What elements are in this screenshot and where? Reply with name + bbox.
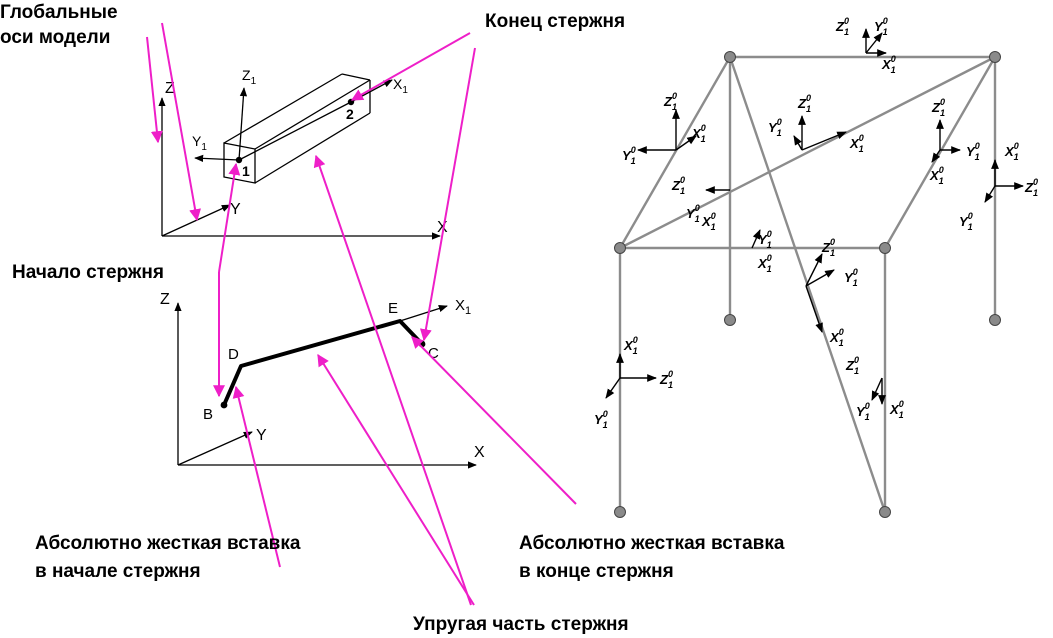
local-x-axis-arrow — [675, 135, 697, 151]
local-y-axis-label: Y10 — [758, 229, 772, 250]
bar-start-label: Начало стержня — [12, 262, 164, 283]
callout-global-1 — [146, 36, 163, 144]
global-x-label: X — [437, 219, 448, 236]
callout-end-mid — [419, 47, 476, 342]
local-y-axis-arrow — [751, 229, 761, 249]
frame-structure — [618, 55, 997, 513]
callout-rigid-start — [232, 385, 281, 568]
local-x1-axis — [350, 79, 393, 103]
local-z-axis-label: Z10 — [845, 355, 859, 376]
mid-y-label: Y — [256, 427, 267, 444]
local-x-axis-label: X10 — [881, 54, 896, 75]
local-x-axis-label: X10 — [889, 399, 904, 420]
top-figure: Z Y X 1 2 Z1 Y1 X1 — [158, 67, 448, 240]
rigid-end-label-line2: в конце стержня — [519, 561, 674, 582]
local-z-axis-label: Z10 — [931, 97, 945, 118]
rigid-start-label-line2: в начале стержня — [35, 561, 201, 582]
local-x-axis-label: X10 — [849, 133, 864, 154]
callout-rigid-end — [411, 336, 577, 505]
local-y1-axis — [194, 154, 240, 163]
local-x-axis-label: X10 — [829, 327, 844, 348]
mid-figure: Z Y X B D E C X1 — [160, 291, 485, 469]
local-y-axis-arrow — [605, 377, 621, 399]
local-z1-axis — [238, 87, 248, 161]
local-z-axis-label: Z10 — [797, 93, 811, 114]
local-x-axis-arrow — [801, 131, 847, 151]
global-axes-label-line2: оси модели — [0, 27, 110, 48]
global-y-label: Y — [230, 201, 241, 218]
global-z-label: Z — [165, 80, 175, 97]
caption-labels: Глобальные оси модели Конец стержня Нача… — [0, 2, 785, 635]
local-x-axis-label: X10 — [929, 165, 944, 186]
bar-with-rigid-inserts — [222, 319, 424, 406]
local-z1-label: Z1 — [242, 67, 257, 87]
point-d-label: D — [228, 346, 239, 363]
point-b-dot — [220, 401, 228, 409]
local-z-axis-label: Z10 — [671, 175, 685, 196]
local-z-axis-label: Z10 — [659, 369, 673, 390]
local-z-axis-label: Z10 — [835, 16, 849, 37]
local-y-axis-label: Y10 — [844, 267, 858, 288]
local-y-axis-label: Y10 — [856, 401, 870, 422]
local-y-axis-label: Y10 — [966, 141, 980, 162]
callout-elastic-mid — [317, 353, 475, 606]
local-x-axis-label: X10 — [757, 253, 772, 274]
local-x-axis-arrow — [931, 149, 941, 163]
frame-node — [989, 314, 1001, 326]
global-axes-label-line1: Глобальные — [0, 2, 118, 23]
local-y-axis-arrow — [805, 269, 835, 287]
local-x1-label: X1 — [393, 76, 408, 96]
mid-local-x1-axis — [399, 305, 448, 322]
callout-start-top — [218, 162, 241, 273]
local-z-axis-label: Z10 — [821, 237, 835, 258]
mid-z-label: Z — [160, 291, 170, 308]
mid-x-label: X — [474, 444, 485, 461]
mid-y-axis — [177, 431, 253, 466]
local-y-axis-label: Y10 — [622, 145, 636, 166]
local-y-axis-arrow — [793, 135, 803, 151]
point-e-label: E — [388, 300, 398, 317]
local-y1-label: Y1 — [192, 133, 207, 153]
local-z-axis-label: Z10 — [663, 91, 677, 112]
local-y-axis-label: Y10 — [768, 117, 782, 138]
frame-node — [989, 51, 1001, 63]
rigid-start-label-line1: Абсолютно жесткая вставка — [35, 533, 301, 554]
point-c-label: C — [428, 345, 439, 362]
local-x-axis-label: X10 — [691, 123, 706, 144]
callout-end-top — [350, 32, 471, 101]
mid-local-x1-label: X1 — [455, 297, 471, 317]
callout-lines — [146, 22, 577, 606]
beam-prism — [223, 73, 371, 184]
node-2-label: 2 — [346, 106, 354, 122]
local-x-axis-arrow — [805, 285, 823, 333]
frame-node — [614, 506, 626, 518]
local-y-axis-label: Y10 — [959, 211, 973, 232]
frame-node — [724, 314, 736, 326]
callout-elastic-top — [313, 154, 472, 606]
frame-nodes — [614, 51, 1001, 518]
frame-node — [879, 506, 891, 518]
local-x-axis-label: X10 — [623, 335, 638, 356]
local-y-axis-label: Y10 — [686, 203, 700, 224]
local-y-axis-arrow — [865, 32, 883, 54]
local-x-axis-label: X10 — [1004, 141, 1019, 162]
local-y-axis-label: Y10 — [594, 409, 608, 430]
frame-node — [614, 242, 626, 254]
frame-node — [879, 242, 891, 254]
local-y-axis-label: Y10 — [874, 16, 888, 37]
frame-node — [724, 51, 736, 63]
elastic-part-label: Упругая часть стержня — [413, 614, 629, 635]
point-b-label: B — [203, 406, 213, 423]
local-y-axis-arrow — [871, 377, 883, 401]
rigid-end-label-line1: Абсолютно жесткая вставка — [519, 533, 785, 554]
callout-global-2 — [161, 22, 202, 222]
local-z-axis-arrow — [805, 253, 823, 287]
local-x-axis-label: X10 — [701, 211, 716, 232]
local-z-axis-label: Z10 — [1024, 177, 1038, 198]
bar-end-label: Конец стержня — [485, 11, 625, 32]
node-1-label: 1 — [242, 163, 250, 179]
local-y-axis-arrow — [984, 185, 996, 203]
